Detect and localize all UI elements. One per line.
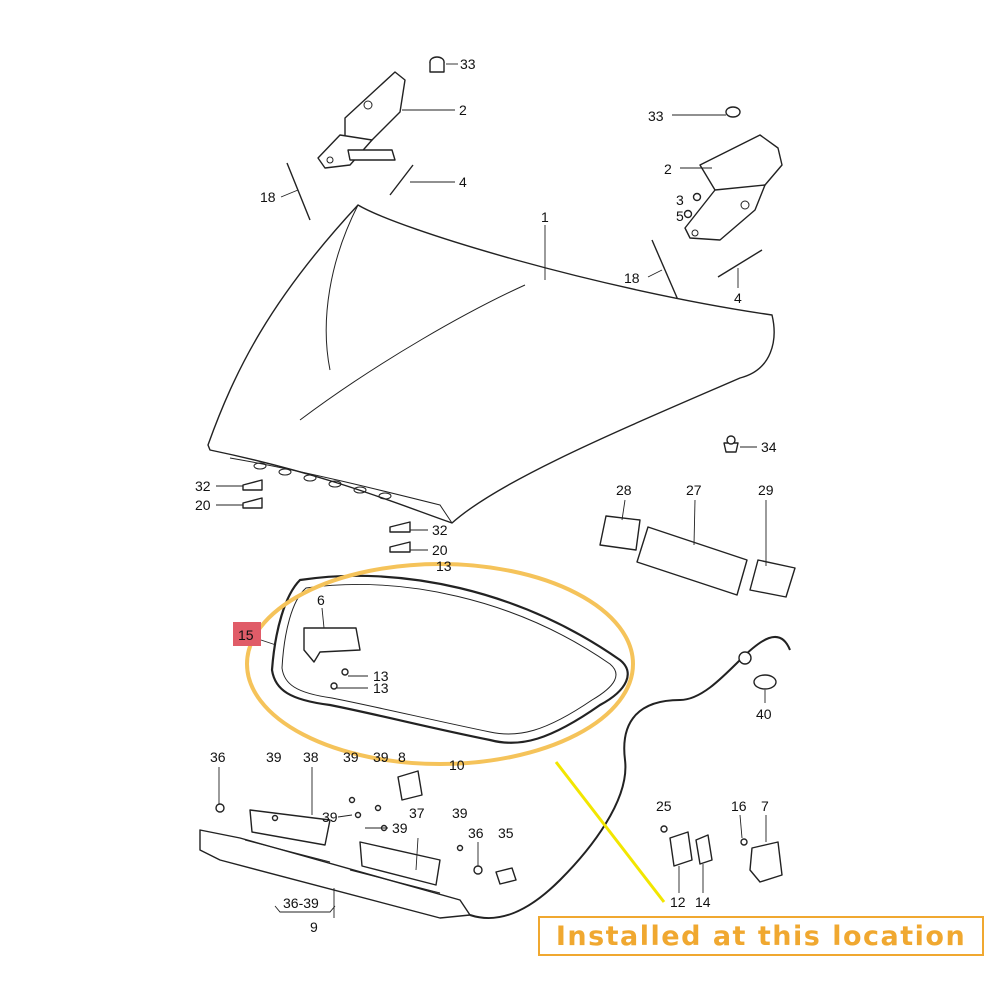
right-hinge <box>684 134 783 241</box>
label-25: 25 <box>656 798 672 814</box>
screw-16 <box>740 838 748 846</box>
pad-29 <box>749 559 796 598</box>
label-36-left: 36 <box>210 749 226 765</box>
label-12: 12 <box>670 894 686 910</box>
label-3: 3 <box>676 192 684 208</box>
label-28: 28 <box>616 482 632 498</box>
label-40: 40 <box>756 706 772 722</box>
label-39-c: 39 <box>373 749 389 765</box>
label-18-left: 18 <box>260 189 276 205</box>
release-handle-12 <box>669 831 693 867</box>
cable-grommet <box>738 651 752 665</box>
label-8: 8 <box>398 749 406 765</box>
label-2-left: 2 <box>459 102 467 118</box>
hood-panel <box>207 204 775 524</box>
cover-35 <box>495 867 517 885</box>
right-hinge-rod-4 <box>717 249 763 278</box>
label-32-right: 32 <box>432 522 448 538</box>
group-bracket-36-39 <box>274 905 336 913</box>
part-labels: 33 2 18 4 1 33 2 3 5 18 4 34 32 20 32 20… <box>195 56 777 935</box>
weather-seal <box>270 574 629 744</box>
left-hinge-rod-4 <box>389 164 414 196</box>
label-29: 29 <box>758 482 774 498</box>
right-bolt-3 <box>692 192 702 202</box>
nut-39b <box>348 796 356 804</box>
label-18-right: 18 <box>624 270 640 286</box>
bracket-32-left <box>242 479 263 491</box>
label-14: 14 <box>695 894 711 910</box>
label-10: 10 <box>449 757 465 773</box>
label-7: 7 <box>761 798 769 814</box>
left-hinge <box>317 71 406 169</box>
left-bump-stop-base <box>429 62 445 73</box>
pad-28 <box>599 515 641 551</box>
clip-34-head <box>726 435 736 445</box>
right-bolt-5 <box>683 209 693 219</box>
bolt-36-right <box>473 865 483 875</box>
lock-carrier-9 <box>199 809 471 919</box>
label-27: 27 <box>686 482 702 498</box>
nut-39a <box>271 814 279 822</box>
latch-plate-6 <box>303 627 361 663</box>
bolt-13b <box>330 682 338 690</box>
nut-39d <box>354 811 362 819</box>
label-33-right: 33 <box>648 108 664 124</box>
label-36-right: 36 <box>468 825 484 841</box>
right-gas-strut-18 <box>651 239 679 301</box>
label-4-right: 4 <box>734 290 742 306</box>
label-9: 9 <box>310 919 318 935</box>
label-37: 37 <box>409 805 425 821</box>
cap-40 <box>753 674 777 690</box>
label-2-right: 2 <box>664 161 672 177</box>
pad-27 <box>636 526 748 596</box>
leader-lines <box>216 63 767 893</box>
highlight-pointer-line <box>554 761 666 903</box>
left-gas-strut-18 <box>286 162 311 221</box>
label-35: 35 <box>498 825 514 841</box>
label-39-b: 39 <box>343 749 359 765</box>
latch-8 <box>397 770 423 801</box>
bracket-20-left <box>242 497 263 509</box>
label-16: 16 <box>731 798 747 814</box>
bolt-13a <box>341 668 349 676</box>
label-1: 1 <box>541 209 549 225</box>
highlight-badge-label: 15 <box>238 627 254 643</box>
lock-7 <box>749 841 783 883</box>
hood-vent-slots <box>253 462 392 500</box>
bracket-32-right <box>389 521 411 533</box>
highlight-badge <box>233 622 261 646</box>
location-callout: Installed at this location <box>538 916 984 956</box>
nut-39c <box>374 804 382 812</box>
label-5: 5 <box>676 208 684 224</box>
label-34: 34 <box>761 439 777 455</box>
label-38: 38 <box>303 749 319 765</box>
label-13-lower: 13 <box>373 680 389 696</box>
bolt-36-left <box>215 803 225 813</box>
label-39-a: 39 <box>266 749 282 765</box>
label-13-top: 13 <box>436 558 452 574</box>
label-32-left: 32 <box>195 478 211 494</box>
bracket-20-right <box>389 541 411 553</box>
label-6: 6 <box>317 592 325 608</box>
label-33-left: 33 <box>460 56 476 72</box>
label-39-f: 39 <box>452 805 468 821</box>
label-4-left: 4 <box>459 174 467 190</box>
label-13-upper: 13 <box>373 668 389 684</box>
weather-seal-inner <box>281 584 617 735</box>
clip-14 <box>695 834 713 865</box>
right-bump-stop <box>725 106 741 118</box>
label-20-left: 20 <box>195 497 211 513</box>
label-20-right: 20 <box>432 542 448 558</box>
label-36-39: 36-39 <box>283 895 319 911</box>
screw-25 <box>660 825 668 833</box>
highlight-ellipse <box>245 562 635 766</box>
nut-39f <box>456 844 464 852</box>
label-39-e: 39 <box>392 820 408 836</box>
label-39-d: 39 <box>322 809 338 825</box>
